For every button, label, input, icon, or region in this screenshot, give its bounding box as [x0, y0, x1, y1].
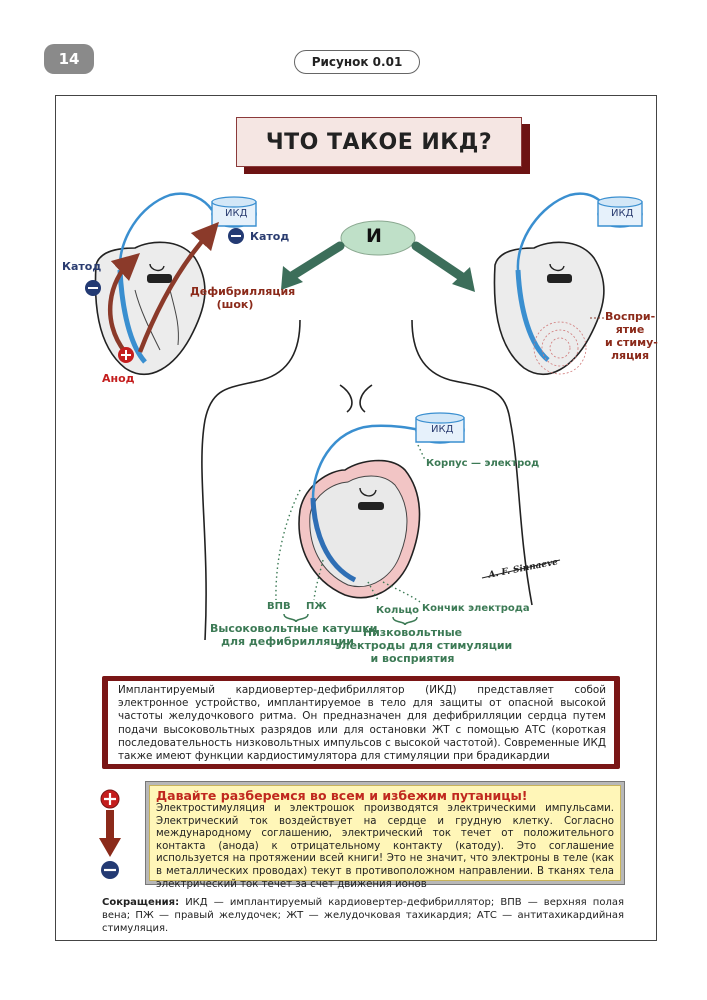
abbreviations-label: Сокращения: — [102, 897, 180, 908]
left-green-arrow — [281, 241, 345, 290]
braces — [283, 613, 418, 626]
sense-label-4: ляция — [610, 349, 650, 362]
defib-label-1: Дефибрилляция — [190, 285, 296, 298]
cathode-top-label: Катод — [250, 230, 290, 243]
coils-label-1: Высоковольтные катушки — [210, 622, 378, 635]
rv-label: ПЖ — [306, 601, 327, 612]
center-node — [340, 220, 416, 256]
right-heart-drawing — [493, 192, 643, 375]
torso-device-label: ИКД — [431, 424, 454, 435]
lowv-label-2: электроды для стимуляции — [335, 639, 513, 652]
sense-label-2: ятие — [615, 323, 645, 336]
defib-label-2: (шок) — [216, 298, 254, 311]
note-title: Давайте разберемся во всем и избежим пут… — [156, 788, 528, 803]
svc-label: ВПВ — [267, 601, 291, 612]
sense-label-1: Воспри- — [605, 310, 656, 323]
lowv-label-1: Низковольтные — [362, 626, 463, 639]
description-box: Имплантируемый кардиовертер-дефибриллято… — [102, 676, 620, 769]
figure-frame — [55, 95, 657, 941]
left-device-label: ИКД — [225, 208, 248, 219]
note-box: Давайте разберемся во всем и избежим пут… — [145, 781, 625, 890]
can-electrode-label: Корпус — электрод — [426, 458, 540, 469]
sense-label-3: и стиму- — [605, 336, 658, 349]
right-green-arrow — [411, 241, 475, 292]
coils-label-2: для дефибрилляции — [221, 635, 354, 648]
lowv-label-3: и восприятия — [370, 652, 455, 665]
center-heart-drawing — [275, 412, 561, 603]
anode-cathode-arrow — [99, 789, 121, 879]
right-device-label: ИКД — [611, 208, 634, 219]
torso-outline — [201, 319, 533, 641]
left-heart-drawing — [85, 192, 257, 375]
anode-label: Анод — [102, 372, 135, 385]
figure-label: Рисунок 0.01 — [294, 50, 420, 74]
abbreviations: Сокращения: ИКД — имплантируемый кардиов… — [102, 896, 624, 935]
note-text: Электростимуляция и электрошок производя… — [156, 803, 614, 890]
page-title: ЧТО ТАКОЕ ИКД? — [236, 117, 522, 167]
page-number: 14 — [44, 44, 94, 74]
cathode-left-label: Катод — [62, 260, 102, 273]
abbreviations-text: ИКД — имплантируемый кардиовертер-дефибр… — [102, 897, 624, 934]
ring-label: Кольцо — [376, 605, 419, 616]
center-node-label: И — [366, 225, 382, 247]
tip-label: Кончик электрода — [422, 603, 530, 614]
description-text: Имплантируемый кардиовертер-дефибриллято… — [108, 681, 614, 764]
note-content: Давайте разберемся во всем и избежим пут… — [149, 785, 621, 890]
